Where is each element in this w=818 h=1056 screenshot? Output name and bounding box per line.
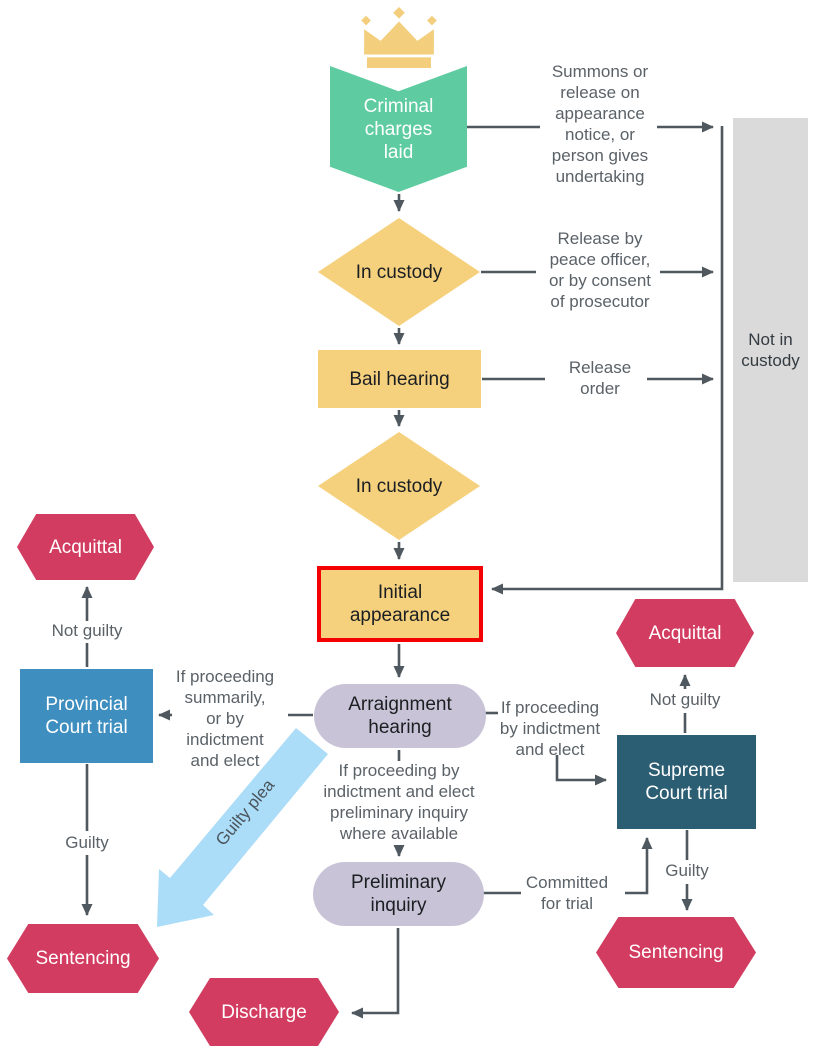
edge-label-committed-for-trial: Committed for trial — [525, 873, 609, 913]
edge-label-summons: Summons or release on appearance notice,… — [551, 62, 649, 186]
edge-label-release-by-officer: Release by peace officer, or by consent … — [548, 229, 652, 311]
node-label: Acquittal — [648, 622, 722, 644]
edge-label-guilty-left: Guilty — [65, 833, 109, 852]
edge-label-not-guilty-left: Not guilty — [51, 621, 123, 640]
node-label: Provincial Court trial — [45, 694, 128, 738]
node-arraignment-hearing: Arraignment hearing — [314, 684, 486, 748]
node-label: Sentencing — [628, 942, 724, 963]
node-sentencing-right: Sentencing — [596, 917, 756, 988]
node-acquittal-right: Acquittal — [616, 599, 754, 667]
node-bail-hearing: Bail hearing — [318, 350, 481, 408]
node-supreme-court-trial: Supreme Court trial — [617, 735, 756, 829]
node-provincial-court-trial: Provincial Court trial — [20, 669, 153, 763]
node-discharge: Discharge — [189, 978, 339, 1046]
node-not-in-custody: Not in custody — [733, 118, 808, 582]
node-initial-appearance: Initial appearance — [317, 566, 483, 642]
node-label: Discharge — [221, 1001, 307, 1023]
node-label: Arraignment hearing — [348, 694, 452, 738]
node-label: Preliminary inquiry — [350, 872, 447, 916]
node-label: Not in custody — [741, 330, 800, 370]
node-label: Acquittal — [49, 536, 122, 558]
node-acquittal-left: Acquittal — [17, 514, 154, 580]
node-label: In custody — [355, 261, 443, 283]
node-label: Sentencing — [35, 948, 131, 969]
guilty-plea-arrow — [157, 728, 328, 927]
node-label: Criminal charges laid — [363, 95, 434, 163]
crown-icon — [361, 6, 437, 68]
node-label: In custody — [355, 475, 443, 497]
node-preliminary-inquiry: Preliminary inquiry — [313, 862, 484, 926]
node-label: Supreme Court trial — [645, 760, 728, 804]
edge-label-if-indictment-right: If proceeding by indictment and elect — [499, 698, 601, 759]
edge-label-release-order: Release order — [568, 358, 632, 398]
node-label: Initial appearance — [349, 582, 451, 626]
node-label: Bail hearing — [349, 368, 450, 390]
node-sentencing-left: Sentencing — [7, 924, 159, 993]
edge-label-if-summarily: If proceeding summarily, or by indictmen… — [175, 667, 275, 770]
edge-label-not-guilty-right: Not guilty — [649, 690, 721, 709]
edge-label-if-indictment-prelim: If proceeding by indictment and elect pr… — [323, 761, 475, 843]
edge-label-guilty-right: Guilty — [665, 861, 709, 880]
